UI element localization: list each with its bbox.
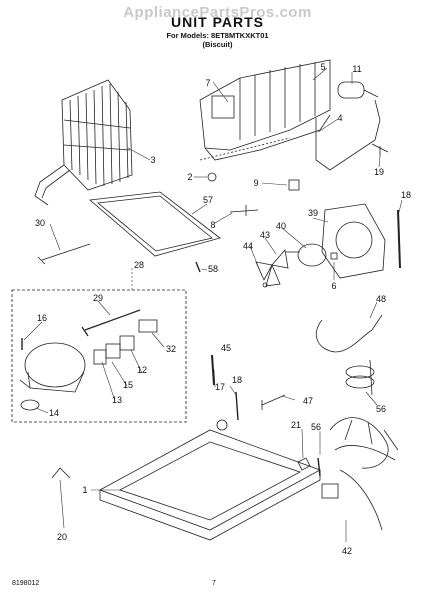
callout-43: 43 (260, 230, 270, 240)
leader-lines (23, 67, 403, 542)
callout-14: 14 (49, 408, 59, 418)
part-17-drawing (216, 419, 228, 431)
evaporator-drawing (199, 59, 331, 161)
fan-blade-drawing (255, 249, 289, 287)
document-number: 8198012 (12, 580, 40, 587)
part-15-drawing (105, 343, 121, 359)
callout-9: 9 (253, 178, 258, 188)
callout-57: 58 (208, 264, 218, 274)
callout-46: 48 (376, 294, 386, 304)
callout-48: 47 (303, 396, 313, 406)
callout-45: 45 (221, 343, 231, 353)
callout-numbers: 3 7 5 11 4 2 19 9 18 57 8 30 39 40 43 44… (35, 62, 411, 556)
callout-32: 32 (166, 344, 176, 354)
part-32-drawing (138, 319, 158, 333)
part-30-drawing (37, 243, 91, 265)
fan-shroud-drawing (321, 203, 386, 279)
page-number: 7 (212, 580, 216, 587)
callout-3: 3 (150, 155, 155, 165)
callout-21: 21 (291, 420, 301, 430)
watermark: AppliancePartsPros.com (123, 4, 312, 21)
callout-11: 11 (352, 64, 361, 74)
part-45-drawing (211, 354, 215, 386)
callout-5: 5 (320, 62, 325, 72)
callout-6: 6 (331, 281, 336, 291)
callout-58: 57 (203, 195, 213, 205)
callout-47: 56 (376, 404, 386, 414)
condenser-coil-drawing (34, 79, 133, 206)
part-20-drawing (51, 467, 71, 479)
part-14-drawing (20, 399, 40, 411)
base-plate-drawing (99, 429, 321, 541)
variant-line: (Biscuit) (202, 40, 233, 49)
part-2-drawing (207, 172, 217, 182)
callout-12: 12 (137, 365, 147, 375)
wiring-harness-drawing (321, 417, 399, 531)
part-8-drawing (229, 205, 259, 216)
callout-16: 16 (37, 313, 47, 323)
part-10-drawing (397, 209, 401, 269)
callout-20: 20 (57, 532, 67, 542)
callout-29: 29 (93, 293, 103, 303)
part-29-drawing (81, 309, 141, 337)
compressor-drawing (19, 342, 86, 393)
callout-40: 40 (276, 221, 286, 231)
page-title: UNIT PARTS (171, 14, 264, 30)
part-44-drawing (262, 282, 268, 288)
callout-30: 30 (35, 218, 45, 228)
models-line: For Models: 8ET8MTKXKT01 (166, 31, 269, 40)
callout-4: 4 (337, 113, 342, 123)
callout-44: 44 (243, 241, 253, 251)
callout-8: 8 (210, 220, 215, 230)
fan-motor-drawing (286, 243, 327, 267)
callout-19: 19 (374, 167, 384, 177)
callout-15: 15 (123, 380, 133, 390)
part-48-drawing (261, 394, 286, 410)
compressor-group-box (11, 289, 187, 423)
callout-56: 56 (311, 422, 321, 432)
part-19-drawing (371, 143, 389, 156)
part-46-drawing (315, 314, 383, 353)
callout-39: 39 (308, 208, 318, 218)
callout-2: 2 (187, 172, 192, 182)
part-47-drawing (345, 359, 375, 396)
part-9-drawing (288, 179, 300, 191)
callout-18: 18 (232, 375, 242, 385)
callout-17: 17 (215, 382, 225, 392)
part-18-drawing (235, 391, 239, 421)
callout-13: 13 (112, 395, 122, 405)
callout-42: 42 (342, 546, 352, 556)
part-57-drawing (195, 261, 201, 273)
drain-pan-drawing (89, 191, 221, 257)
part-6-drawing (330, 252, 338, 260)
part-13-drawing (93, 349, 107, 365)
callout-7: 7 (205, 78, 210, 88)
callout-1: 1 (82, 485, 87, 495)
callout-28: 28 (134, 260, 144, 270)
part-11-drawing (337, 81, 365, 99)
part-4-drawing (315, 99, 381, 171)
part-12-drawing (119, 335, 135, 351)
callout-10: 18 (401, 190, 411, 200)
